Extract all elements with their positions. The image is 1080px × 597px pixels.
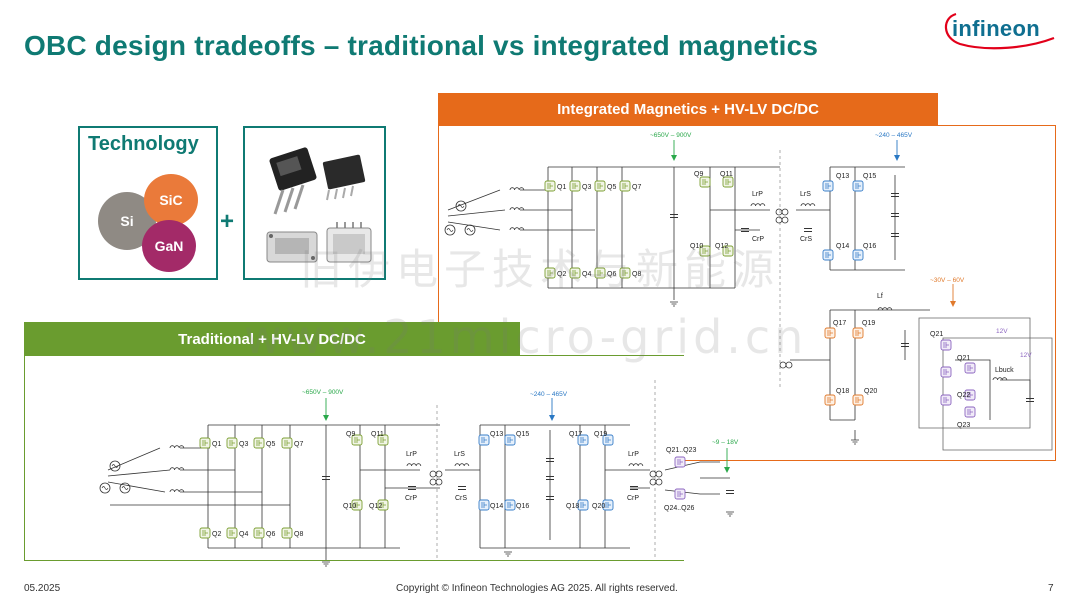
im-q8: Q8	[632, 271, 641, 278]
im-q2: Q2	[557, 271, 566, 278]
tr-lrp1: LrP	[406, 451, 417, 458]
tr-q4: Q4	[239, 531, 248, 538]
tr-q24-26: Q24..Q26	[664, 505, 694, 512]
traditional-panel	[24, 355, 684, 561]
module-package-icon	[266, 231, 318, 263]
im-mid-voltage: ~240 – 465V	[875, 132, 913, 139]
integrated-labels: ~650V – 900V ~240 – 465V ~30V – 60V Q1 Q…	[557, 132, 1032, 429]
im-q10: Q10	[690, 243, 703, 250]
tr-q5: Q5	[266, 441, 275, 448]
plus-sign: +	[220, 208, 235, 235]
im-lv-voltage: ~30V – 60V	[930, 277, 965, 284]
page-title: OBC design tradeoffs – traditional vs in…	[24, 30, 819, 61]
im-q19: Q19	[862, 320, 875, 327]
im-q3: Q3	[582, 184, 591, 191]
im-q18: Q18	[836, 388, 849, 395]
tr-lv-voltage: ~9 – 18V	[712, 439, 739, 446]
im-q7: Q7	[632, 184, 641, 191]
integrated-voltage-arrows	[671, 140, 956, 307]
im-lrs: LrS	[800, 191, 811, 198]
gan-circle: GaN	[142, 220, 196, 272]
tr-q20: Q20	[592, 503, 605, 510]
tr-q13: Q13	[490, 431, 503, 438]
traditional-voltage-arrows	[323, 398, 730, 473]
im-lf: Lf	[877, 293, 883, 300]
tr-q6: Q6	[266, 531, 275, 538]
tr-crs: CrS	[455, 495, 467, 502]
tr-q11: Q11	[371, 431, 384, 438]
im-q22: Q22	[957, 392, 970, 399]
im-q17: Q17	[833, 320, 846, 327]
im-lrp: LrP	[752, 191, 763, 198]
tr-q1: Q1	[212, 441, 221, 448]
integrated-components	[444, 176, 1035, 445]
tr-q17: Q17	[569, 431, 582, 438]
logo-arc	[944, 12, 1055, 50]
tr-lrp2: LrP	[628, 451, 639, 458]
tr-q8: Q8	[294, 531, 303, 538]
tr-crp1: CrP	[405, 495, 417, 502]
easy-module-icon	[326, 222, 372, 263]
im-q12: Q12	[715, 243, 728, 250]
im-q14: Q14	[836, 243, 849, 250]
footer-copyright: Copyright © Infineon Technologies AG 202…	[396, 583, 678, 594]
im-hv-voltage: ~650V – 900V	[650, 132, 692, 139]
tr-lrs: LrS	[454, 451, 465, 458]
im-q5: Q5	[607, 184, 616, 191]
sic-circle: SiC	[144, 174, 198, 226]
im-lbuck: Lbuck	[995, 367, 1014, 374]
tr-q10: Q10	[343, 503, 356, 510]
traditional-header: Traditional + HV-LV DC/DC	[24, 322, 520, 356]
im-q6: Q6	[607, 271, 616, 278]
tr-q3: Q3	[239, 441, 248, 448]
traditional-panel-top-border	[520, 355, 684, 356]
tr-q12: Q12	[369, 503, 382, 510]
tr-q19: Q19	[594, 431, 607, 438]
im-q1: Q1	[557, 184, 566, 191]
im-q21-b: Q21	[957, 355, 970, 362]
technology-box: Technology Si SiC GaN	[78, 126, 218, 280]
im-12v-a: 12V	[996, 328, 1008, 335]
im-q13: Q13	[836, 173, 849, 180]
tr-mid-voltage: ~240 – 465V	[530, 391, 568, 398]
tr-q9: Q9	[346, 431, 355, 438]
tr-q14: Q14	[490, 503, 503, 510]
page-number: 7	[1048, 583, 1054, 594]
im-q16: Q16	[863, 243, 876, 250]
im-q9: Q9	[694, 171, 703, 178]
integrated-panel-top-border	[938, 125, 1056, 126]
tr-crp2: CrP	[627, 495, 639, 502]
traditional-schematic-wires	[107, 380, 730, 560]
to247-package-icon	[269, 147, 317, 215]
tr-q2: Q2	[212, 531, 221, 538]
traditional-labels: ~650V – 900V ~240 – 465V ~9 – 18V Q1 Q3 …	[212, 389, 739, 538]
tr-q21-23: Q21..Q23	[666, 447, 696, 454]
tr-hv-voltage: ~650V – 900V	[302, 389, 344, 396]
tr-q7: Q7	[294, 441, 303, 448]
tr-q15: Q15	[516, 431, 529, 438]
im-q4: Q4	[582, 271, 591, 278]
logo-text: infineon	[952, 16, 1040, 41]
im-q20: Q20	[864, 388, 877, 395]
tr-q18: Q18	[566, 503, 579, 510]
im-q11: Q11	[720, 171, 733, 178]
integrated-schematic-wires	[447, 150, 1053, 451]
im-crp: CrP	[752, 236, 764, 243]
infineon-logo: infineon	[938, 8, 1058, 50]
im-crs: CrS	[800, 236, 812, 243]
footer-date: 05.2025	[24, 583, 61, 594]
technology-heading: Technology	[88, 133, 199, 155]
im-q21-a: Q21	[930, 331, 943, 338]
power-package-illustration	[266, 147, 372, 263]
tr-q16: Q16	[516, 503, 529, 510]
im-q23: Q23	[957, 422, 970, 429]
integrated-magnetics-header: Integrated Magnetics + HV-LV DC/DC	[438, 93, 938, 126]
im-12v-b: 12V	[1020, 352, 1032, 359]
smd-package-icon	[322, 154, 366, 201]
package-images-box	[243, 126, 386, 280]
im-q15: Q15	[863, 173, 876, 180]
